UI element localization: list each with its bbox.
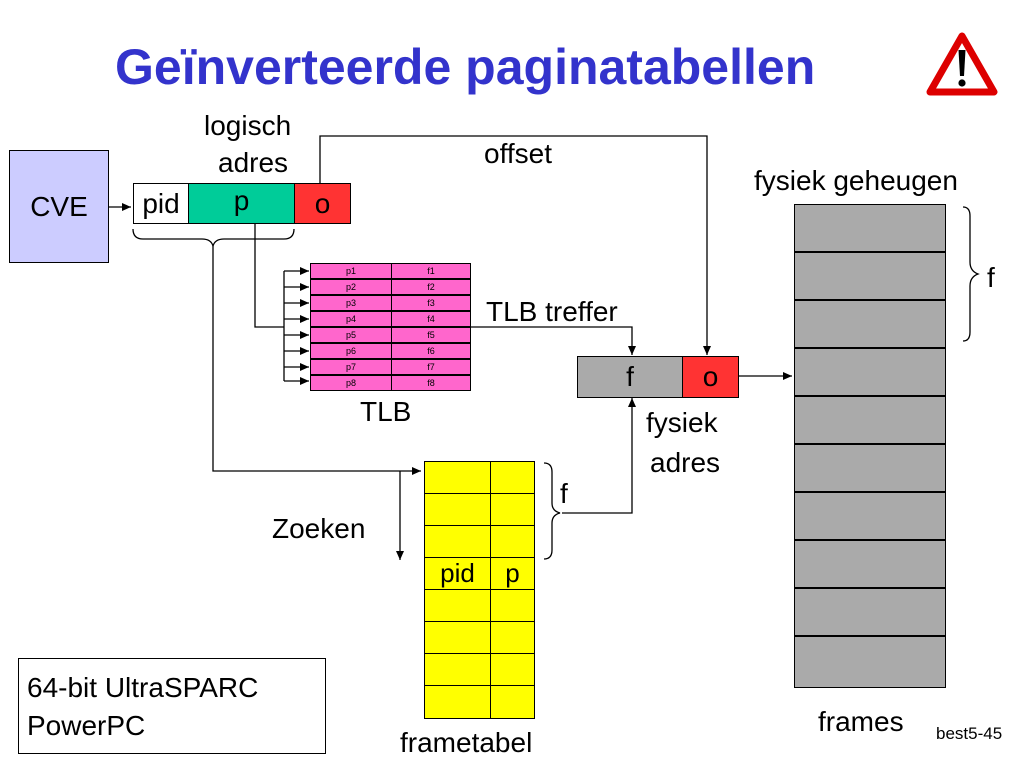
frame-table-cell	[424, 621, 491, 654]
memory-frame	[794, 300, 946, 348]
memory-frame	[794, 252, 946, 300]
memory-frame	[794, 540, 946, 588]
frame-table-cell	[490, 621, 535, 654]
memory-frame	[794, 492, 946, 540]
frame-table-cell	[490, 525, 535, 558]
frame-table-cell	[424, 461, 491, 494]
memory-frames-label: frames	[818, 706, 904, 737]
cpu-label: CVE	[30, 190, 88, 222]
frame-table-cell	[424, 525, 491, 558]
memory-frame	[794, 444, 946, 492]
logical-address-label-line1: logisch	[204, 110, 292, 141]
frame-table-cell	[424, 589, 491, 622]
tlb-label: TLB	[360, 396, 412, 427]
slide-id: best5-45	[936, 724, 1003, 743]
architecture-item: 64-bit UltraSPARC	[27, 672, 259, 703]
architectures-box: 64-bit UltraSPARC PowerPC	[18, 658, 326, 754]
frame-table-cell	[424, 685, 491, 719]
frame-table-cell	[424, 493, 491, 526]
physical-memory-label: fysiek geheugen	[754, 165, 958, 196]
cpu-box: CVE	[9, 150, 109, 263]
memory-frame	[794, 204, 946, 252]
frame-table-cell	[490, 653, 535, 686]
logical-address-o-field: o	[294, 183, 351, 224]
frame-table-entry-pid: pid	[424, 557, 491, 590]
architecture-item: PowerPC	[27, 710, 146, 741]
tlb-hit-label: TLB treffer	[486, 296, 618, 327]
memory-frame-brace-label: f	[987, 262, 995, 293]
logical-address-p-field: p	[188, 183, 295, 224]
frame-table-entry-p: p	[490, 557, 535, 590]
frame-table-cell	[424, 653, 491, 686]
physical-address-label-line2: adres	[650, 447, 721, 478]
memory-frame	[794, 348, 946, 396]
logical-address-label-line2: adres	[218, 147, 289, 178]
frame-table-brace-label: f	[560, 478, 568, 509]
memory-frame	[794, 588, 946, 636]
frame-table-cell	[490, 493, 535, 526]
page-title: Geïnverteerde paginatabellen	[115, 39, 816, 95]
physical-address-f-field: f	[577, 356, 683, 398]
physical-address-label-line1: fysiek	[646, 407, 718, 438]
offset-label: offset	[484, 138, 552, 169]
warning-triangle-icon	[926, 32, 998, 96]
physical-address-o-field: o	[682, 356, 739, 398]
memory-frame	[794, 636, 946, 688]
search-label: Zoeken	[272, 513, 366, 544]
logical-address-pid-field: pid	[133, 183, 189, 224]
memory-frame	[794, 396, 946, 444]
frame-table-label: frametabel	[400, 727, 533, 758]
frame-table-cell	[490, 685, 535, 719]
frame-table-cell	[490, 461, 535, 494]
frame-table-cell	[490, 589, 535, 622]
